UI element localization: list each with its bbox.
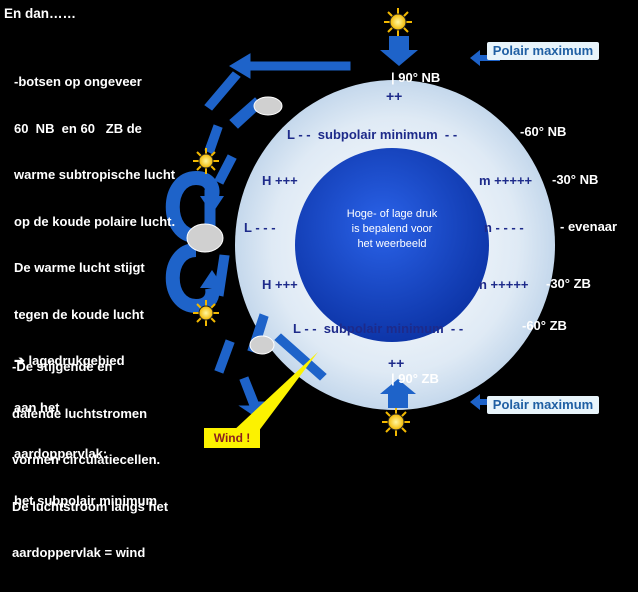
band-30-nb-left: H +++ <box>262 173 298 188</box>
text-line: aan het <box>14 399 60 415</box>
text-line: op de koude polaire lucht. <box>14 213 176 229</box>
cloud-icons <box>186 96 283 355</box>
cell-curl-arrow <box>165 170 220 243</box>
band-eq-right: n - - - - <box>484 220 524 235</box>
lat-evenaar: - evenaar <box>560 219 618 234</box>
pluses-bottom: ++ <box>388 355 405 371</box>
pressure-caption: Hoge- of lage druk is bepalend voor het … <box>322 207 462 252</box>
band-60-nb: L - - subpolair minimum - - <box>287 127 458 142</box>
caption-line: het weerbeeld <box>357 238 427 250</box>
text-line: vormen circulatiecellen. <box>12 452 161 467</box>
caption-line: is bepalend voor <box>351 223 433 235</box>
sun-icon-60z <box>193 300 219 326</box>
text-line: warme subtropische lucht <box>14 167 176 182</box>
text-block-bottom: -De stijgende en dalende luchtstromen vo… <box>12 328 168 592</box>
text-line: -De stijgende en <box>12 359 113 374</box>
label-90-zb: | 90° ZB <box>391 371 439 386</box>
text-line: De warme lucht stijgt <box>14 260 145 275</box>
lat-30-zb: -30° ZB <box>546 276 591 291</box>
sun-icon-60n <box>193 148 219 174</box>
text-line: aardoppervlak: <box>14 446 108 461</box>
lat-60-nb: -60° NB <box>520 124 567 139</box>
band-30-nb-right: m +++++ <box>479 173 533 188</box>
text-line: tegen de koude lucht <box>14 306 145 322</box>
text-line: -botsen op ongeveer <box>14 74 142 89</box>
pressure-circle <box>295 148 489 342</box>
lat-30-nb: -30° NB <box>552 172 599 187</box>
text-line: 60 NB en 60 ZB de <box>14 120 142 136</box>
label-90-nb: | 90° NB <box>391 70 441 85</box>
arrow-to-polar-top <box>470 50 500 66</box>
sun-icon-top <box>384 8 412 36</box>
polar-maximum-bottom-badge: Polair maximum <box>487 396 599 414</box>
text-line: ➔ lagedrukgebied <box>14 353 125 368</box>
band-60-zb: L - - subpolair minimum - - <box>293 321 464 336</box>
polar-maximum-top-badge: Polair maximum <box>487 42 599 60</box>
band-eq-left: L - - - <box>244 220 276 235</box>
polar-arrow-top <box>380 36 418 66</box>
lat-60-zb: -60° ZB <box>522 318 567 333</box>
text-block-top: -botsen op ongeveer 60 NB en 60 ZB de wa… <box>14 43 175 539</box>
slide: En dan…… -botsen op ongeveer 60 NB en 60… <box>4 6 618 560</box>
band-30-zb-right: n +++++ <box>479 277 529 292</box>
band-30-zb-left: H +++ <box>262 277 298 292</box>
polar-arrow-bottom <box>380 379 416 408</box>
caption-line: Hoge- of lage druk <box>346 208 438 220</box>
wind-callout-pointer <box>232 352 318 432</box>
text-line: aardoppervlak = wind <box>12 545 146 560</box>
pluses-top: ++ <box>386 88 403 104</box>
text-line: De luchtstroom langs het <box>12 498 169 514</box>
text-line: dalende luchtstromen <box>12 405 148 421</box>
circulation-diagram <box>165 8 555 436</box>
arrow-to-polar-bottom <box>470 394 500 410</box>
slide-title: En dan…… <box>4 6 77 21</box>
sun-icon-bottom <box>382 408 410 436</box>
wind-callout: Wind ! <box>204 428 260 448</box>
cell-curl-arrow-2 <box>165 243 220 314</box>
